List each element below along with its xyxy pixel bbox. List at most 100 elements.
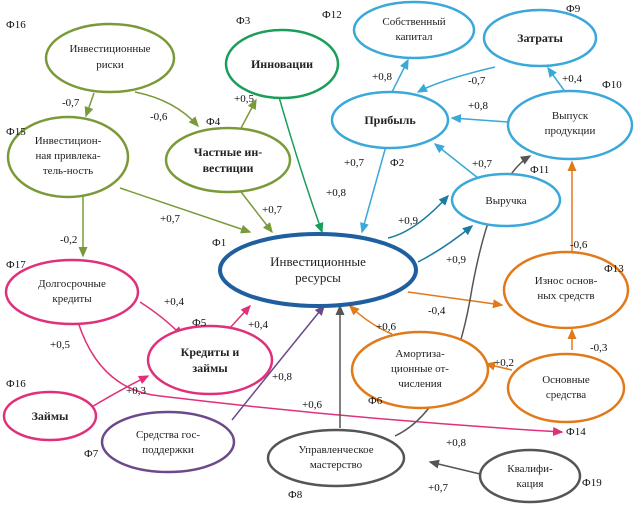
node-label: Долгосрочные <box>38 278 106 290</box>
weight-mgmt-res: +0,6 <box>302 399 322 411</box>
weight-profit-equity: +0,8 <box>372 71 392 83</box>
code-f7: Ф7 <box>84 448 99 460</box>
weight-innov-res: +0,8 <box>326 187 346 199</box>
node-investment-attractiveness[interactable] <box>6 115 130 199</box>
node-label: Займы <box>32 409 69 423</box>
node-label: риски <box>96 59 124 71</box>
node-government-support[interactable] <box>100 410 236 474</box>
edge-risks-private <box>134 91 199 128</box>
node-long-term-credits[interactable] <box>4 258 140 326</box>
weight-risks-private: -0,6 <box>150 111 168 123</box>
weight-loans-credits: +0,3 <box>126 385 146 397</box>
weight-costs-profit: -0,7 <box>468 75 486 87</box>
weight-private-innov: +0,5 <box>234 93 254 105</box>
node-costs[interactable] <box>482 8 598 68</box>
node-credits-and-loans[interactable] <box>146 324 274 396</box>
node-revenue[interactable] <box>450 172 562 228</box>
node-label: Затраты <box>517 31 563 45</box>
edge-long-fixed <box>77 321 564 436</box>
node-label: Частные ин- <box>194 145 262 159</box>
weight-private-res: +0,7 <box>262 204 282 216</box>
edge-loans-credits <box>89 375 150 409</box>
weight-res-revenue-b: +0,9 <box>446 254 466 266</box>
code-f19: Ф19 <box>582 477 602 489</box>
weight-attract-res: +0,7 <box>160 213 180 225</box>
node-loans[interactable] <box>2 390 98 442</box>
code-f9: Ф9 <box>566 3 581 15</box>
node-label: вестиции <box>203 161 254 175</box>
edge-credits-res <box>227 304 252 331</box>
node-fixed-assets[interactable] <box>506 352 626 424</box>
node-innovations[interactable] <box>224 28 340 100</box>
node-label: ресурсы <box>295 270 341 285</box>
edges <box>77 58 577 475</box>
node-investment-resources[interactable] <box>218 232 418 308</box>
weight-fixed-wear: -0,3 <box>590 342 608 354</box>
node-label: тель-ность <box>43 165 93 177</box>
node-label: Управленческое <box>298 444 373 456</box>
code-f14: Ф14 <box>566 426 586 438</box>
weight-profit-res: +0,7 <box>344 157 364 169</box>
node-profit[interactable] <box>330 90 450 150</box>
edge-qual-mgmt <box>428 459 481 475</box>
code-f15: Ф15 <box>6 126 26 138</box>
node-label: Средства гос- <box>136 429 200 441</box>
edge-revenue-profit <box>433 143 479 179</box>
code-f16-risks: Ф16 <box>6 19 26 31</box>
node-qualification[interactable] <box>478 448 582 504</box>
node-equity-capital[interactable] <box>352 0 476 60</box>
edge-costs-profit <box>416 66 496 93</box>
node-label: ная привлека- <box>36 150 101 162</box>
code-f16-loans: Ф16 <box>6 378 26 390</box>
weight-revenue-profit: +0,7 <box>472 158 492 170</box>
factor-codes: Ф16 Ф15 Ф3 Ф4 Ф12 Ф9 Ф2 Ф10 Ф11 Ф1 Ф17 Ф… <box>6 3 624 501</box>
node-investment-risks[interactable] <box>44 22 176 94</box>
node-label: ционные от- <box>391 363 449 375</box>
edge-private-innov <box>239 98 257 131</box>
weight-res-revenue-a: +0,9 <box>398 215 418 227</box>
node-label: средства <box>546 389 586 401</box>
edge-res-wear <box>407 291 504 309</box>
weight-attract-long: -0,2 <box>60 234 77 246</box>
code-f10: Ф10 <box>602 79 622 91</box>
node-label: числения <box>398 378 442 390</box>
node-amortization-deductions[interactable] <box>350 330 490 410</box>
edge-profit-res <box>360 145 387 234</box>
code-f11: Ф11 <box>530 164 549 176</box>
edge-gov-res <box>231 304 325 421</box>
weight-output-costs: +0,4 <box>562 73 582 85</box>
node-label: Инвестицион- <box>35 135 102 147</box>
node-label: продукции <box>545 125 596 137</box>
node-label: Выпуск <box>552 110 589 122</box>
node-label: Квалифи- <box>507 463 553 475</box>
node-label: ных средств <box>537 290 594 302</box>
node-label: капитал <box>395 31 433 43</box>
code-f6: Ф6 <box>368 395 383 407</box>
weight-risks-attract: -0,7 <box>62 97 80 109</box>
node-label: Кредиты и <box>181 345 240 359</box>
code-f12: Ф12 <box>322 9 342 21</box>
node-label: Прибыль <box>364 113 416 127</box>
weight-output-profit: +0,8 <box>468 100 488 112</box>
node-label: мастерство <box>310 459 363 471</box>
node-label: кация <box>517 478 544 490</box>
code-f2: Ф2 <box>390 157 404 169</box>
edge-private-res <box>237 187 273 234</box>
weight-amort-res: +0,6 <box>376 321 396 333</box>
code-f5: Ф5 <box>192 317 207 329</box>
edge-output-costs <box>547 66 567 94</box>
weight-mgmt-output: +0,8 <box>446 437 466 449</box>
weight-qual-mgmt: +0,7 <box>428 482 448 494</box>
edge-weights: -0,7 -0,6 +0,5 +0,8 +0,7 +0,7 -0,2 +0,8 … <box>50 71 608 494</box>
node-production-output[interactable] <box>506 89 634 161</box>
node-private-investments[interactable] <box>164 126 292 194</box>
node-management-skill[interactable] <box>266 428 406 488</box>
code-f4: Ф4 <box>206 116 221 128</box>
node-label: Амортиза- <box>395 348 445 360</box>
node-label: Инвестиционные <box>69 43 150 55</box>
node-depreciation-of-fixed-assets[interactable] <box>502 250 630 330</box>
node-label: Собственный <box>382 16 445 28</box>
code-f8: Ф8 <box>288 489 303 501</box>
